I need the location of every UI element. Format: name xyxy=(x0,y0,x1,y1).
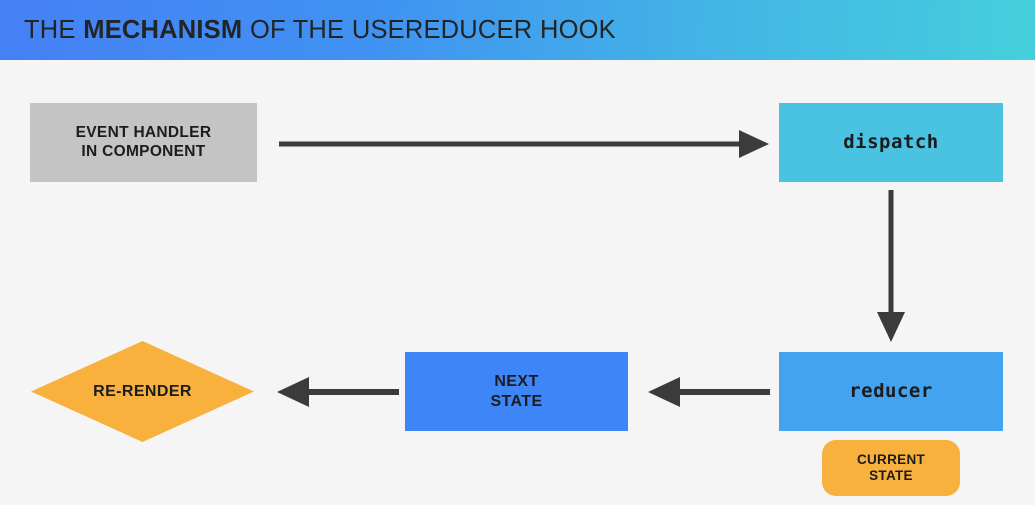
dispatch-label: dispatch xyxy=(843,130,939,153)
header-banner: THE MECHANISM OF THE USEREDUCER HOOK xyxy=(0,0,1035,60)
next-state-line-2: STATE xyxy=(490,392,543,410)
edge-reducer-to-nextstate-arrow xyxy=(648,377,770,407)
title-part-of-the: OF THE xyxy=(249,15,345,44)
title-part-usereducer: USEREDUCER xyxy=(351,15,533,44)
current-state-line-1: CURRENT xyxy=(856,451,926,467)
title-part-mechanism: MECHANISM xyxy=(83,15,243,44)
node-re-render: RE-RENDER xyxy=(31,341,254,442)
reducer-label: reducer xyxy=(849,379,933,402)
node-next-state: NEXT STATE xyxy=(405,352,628,431)
node-event-handler-in-component: EVENT HANDLER IN COMPONENT xyxy=(30,103,257,182)
event-handler-line-2: IN COMPONENT xyxy=(81,142,206,160)
re-render-label: RE-RENDER xyxy=(93,382,192,400)
current-state-line-2: STATE xyxy=(869,468,913,483)
node-dispatch: dispatch xyxy=(779,103,1003,182)
next-state-line-1: NEXT xyxy=(494,372,539,390)
node-reducer: reducer xyxy=(779,352,1003,431)
node-current-state: CURRENT STATE xyxy=(822,440,960,496)
title-part-hook: HOOK xyxy=(540,15,616,44)
edge-nextstate-to-rerender-arrow xyxy=(277,377,399,407)
event-handler-line-1: EVENT HANDLER xyxy=(75,123,212,141)
title-part-the: THE xyxy=(24,15,76,44)
edge-dispatch-to-reducer-arrow xyxy=(871,190,911,342)
page-title: THE MECHANISM OF THE USEREDUCER HOOK xyxy=(24,0,616,60)
edge-event-to-dispatch-arrow xyxy=(277,128,769,160)
